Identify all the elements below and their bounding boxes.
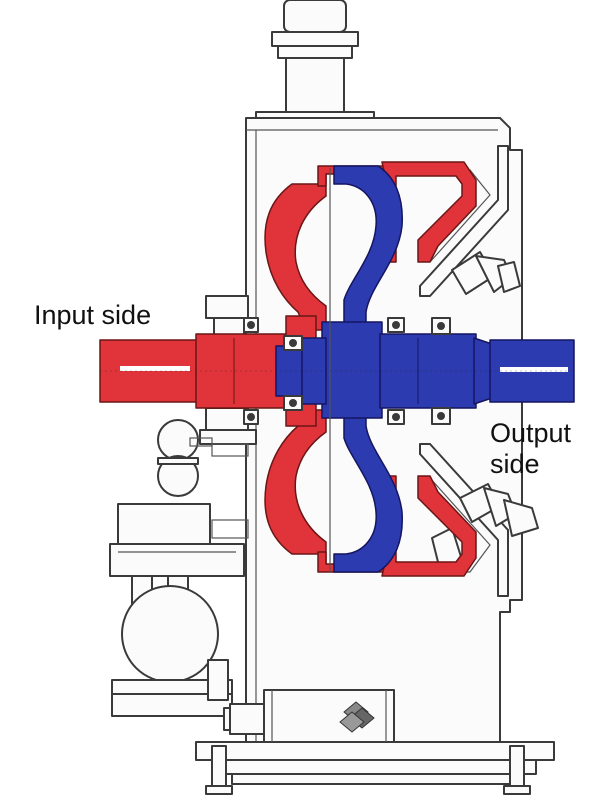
- sight-glass-stack: [157, 419, 213, 497]
- fill-plug-upper: [451, 251, 521, 295]
- control-box: [109, 503, 249, 577]
- filter-mesh-icon: [339, 701, 375, 733]
- housing: [195, 117, 555, 795]
- output-side-label: Output side: [490, 418, 571, 480]
- output-side-label-line2: side: [490, 449, 540, 479]
- bearings: [243, 317, 451, 425]
- fill-plug-lower: [431, 483, 539, 571]
- input-side-label: Input side: [34, 300, 152, 330]
- output-runner: [275, 165, 403, 573]
- filter-cylinder: [229, 689, 395, 743]
- input-impeller: [264, 161, 477, 577]
- filler-cap: [255, 0, 375, 125]
- input-shaft: [99, 333, 289, 409]
- output-side-label-line1: Output: [490, 418, 572, 448]
- output-shaft: [379, 333, 575, 409]
